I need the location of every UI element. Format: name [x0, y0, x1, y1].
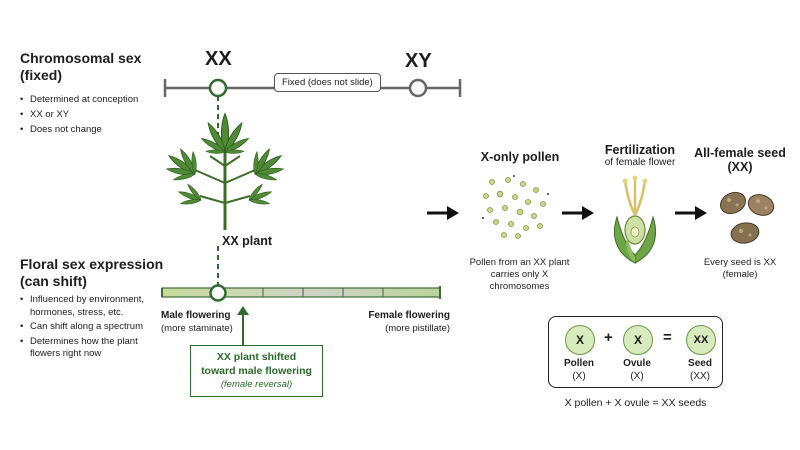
pollen-caption-line: chromosomes: [489, 281, 550, 292]
seed-sub-text: (XX): [690, 371, 710, 382]
seed-caption-line: Every seed is XX: [703, 257, 777, 268]
xx-marker: [208, 78, 228, 98]
plant-position-marker: [209, 284, 227, 302]
pollen-caption: Pollen from an XX plant carries only X c…: [447, 257, 592, 293]
seed-caption-line: (female): [722, 269, 758, 280]
ovule-sub-text: (X): [630, 371, 644, 382]
floral-bullets: Influenced by environment, hormones, str…: [20, 294, 150, 363]
callout-line2: toward male flowering: [201, 365, 312, 377]
cannabis-plant-icon: [165, 113, 285, 230]
bullet-item: Influenced by environment, hormones, str…: [20, 294, 150, 319]
ovule-label-text: Ovule: [623, 358, 651, 369]
chromosomal-bullets: Determined at conception XX or XY Does n…: [20, 92, 170, 137]
seed-label-text: Seed: [688, 358, 712, 369]
seed-eq-label: Seed (XX): [670, 357, 730, 383]
right-arrow-icon: [562, 206, 594, 220]
xy-label: XY: [405, 50, 432, 72]
female-flower-icon: [613, 175, 657, 264]
female-sub-text: (more pistillate): [385, 323, 450, 334]
chromosomal-title-line1: Chromosomal sex: [20, 50, 142, 66]
male-label-text: Male flowering: [161, 310, 231, 321]
seeds-icon: [719, 191, 775, 244]
pollen-grains-icon: [482, 175, 549, 239]
male-flowering-label: Male flowering (more staminate): [161, 309, 233, 335]
fixed-note-box: Fixed (does not slide): [274, 73, 381, 92]
seed-heading: All-female seed (XX): [690, 146, 790, 174]
bullet-item: Determined at conception: [20, 92, 170, 107]
female-label-text: Female flowering: [368, 310, 450, 321]
female-reversal-callout: XX plant shifted toward male flowering (…: [190, 345, 323, 397]
equation-box: X + X = XX Pollen (X) Ovule (X) Seed (XX…: [548, 316, 723, 388]
right-arrow-icon: [427, 206, 459, 220]
plus-sign: +: [604, 329, 613, 346]
equals-sign: =: [663, 329, 672, 346]
bullet-item: Can shift along a spectrum: [20, 321, 150, 334]
equation-summary: X pollen + X ovule = XX seeds: [564, 397, 707, 409]
chromosomal-sex-title: Chromosomal sex (fixed): [20, 50, 141, 84]
fertilization-heading: Fertilization of female flower: [590, 143, 690, 168]
fertilization-sub: of female flower: [604, 157, 676, 168]
chromosomal-title-line2: (fixed): [20, 67, 62, 83]
up-arrow-icon: [237, 306, 249, 345]
ovule-eq-label: Ovule (X): [607, 357, 667, 383]
female-flowering-label: Female flowering (more pistillate): [355, 309, 450, 335]
plant-label: XX plant: [222, 234, 273, 248]
bullet-item: Determines how the plant flowers right n…: [20, 336, 150, 361]
floral-title-line2: (can shift): [20, 273, 87, 289]
pollen-caption-line: Pollen from an XX plant: [469, 257, 570, 268]
pollen-title: X-only pollen: [480, 150, 560, 164]
right-arrow-icon: [675, 206, 707, 220]
seed-sub: (XX): [727, 160, 753, 174]
floral-title-line1: Floral sex expression: [20, 256, 164, 272]
pollen-gene-circle: X: [565, 325, 595, 355]
male-sub-text: (more staminate): [161, 323, 233, 334]
callout-line3: (female reversal): [220, 379, 293, 390]
seed-title: All-female seed: [694, 146, 786, 160]
floral-spectrum-bar: [161, 284, 441, 302]
bullet-item: Does not change: [20, 122, 170, 137]
seed-caption: Every seed is XX (female): [690, 257, 790, 281]
bullet-item: XX or XY: [20, 107, 170, 122]
pollen-caption-line: carries only X: [490, 269, 549, 280]
xx-label: XX: [205, 48, 232, 70]
pollen-eq-label: Pollen (X): [549, 357, 609, 383]
pollen-label-text: Pollen: [563, 358, 594, 369]
xy-marker: [408, 78, 428, 98]
ovule-gene-circle: X: [623, 325, 653, 355]
floral-sex-title: Floral sex expression (can shift): [20, 256, 163, 290]
seed-gene-circle: XX: [686, 325, 716, 355]
callout-line1: XX plant shifted: [216, 351, 297, 363]
pollen-sub-text: (X): [572, 371, 586, 382]
fertilization-title: Fertilization: [604, 143, 676, 157]
